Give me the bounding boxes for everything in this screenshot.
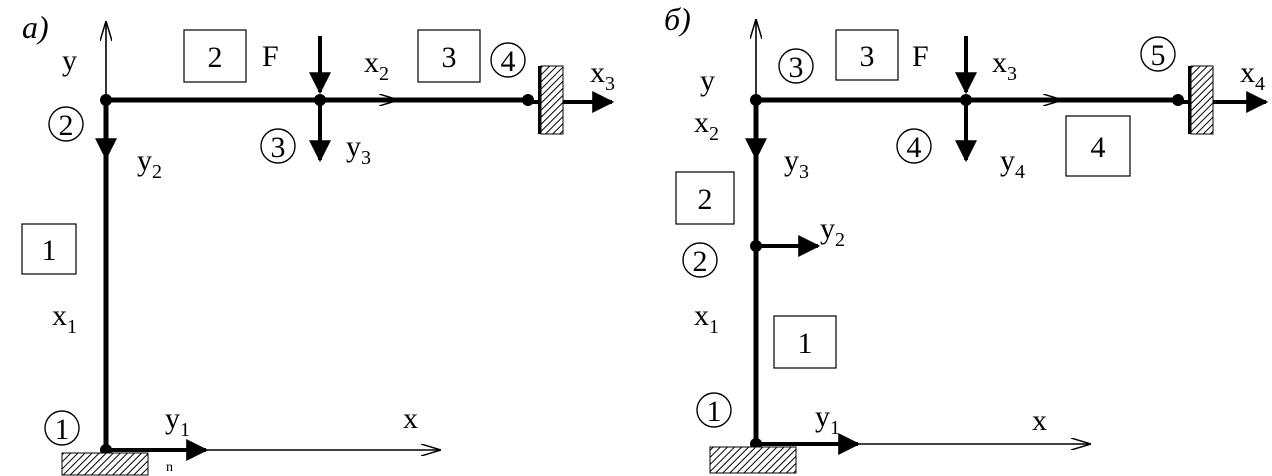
global-y-label: y: [62, 44, 77, 77]
joint-dot: [314, 94, 326, 106]
element-number: 1: [798, 327, 813, 360]
node-number: 3: [271, 131, 286, 164]
node-circle: [48, 106, 84, 142]
joint-dot: [750, 94, 762, 106]
panel-a-label: а): [22, 9, 49, 45]
node-number: 1: [707, 395, 722, 428]
node-circle: [696, 392, 732, 428]
y3-label: y3: [346, 130, 371, 169]
fixed-support-hatch: [540, 65, 564, 135]
x3-label: x3: [992, 46, 1017, 85]
joint-dot: [960, 94, 972, 106]
panel-b: б) y x F x1 x2 x3 x4 y1 y2: [664, 1, 1269, 474]
x2-label: x2: [694, 106, 719, 145]
element-number: 1: [42, 234, 57, 267]
element-box: [835, 29, 899, 81]
node-circle: [490, 42, 526, 78]
global-y-label: y: [700, 64, 715, 97]
x4-label: x4: [1240, 56, 1265, 95]
y4-label: y4: [1000, 144, 1025, 183]
element-number: 4: [1091, 131, 1106, 164]
force-label: F: [262, 40, 279, 73]
node-circle: [682, 242, 718, 278]
element-number: 2: [698, 183, 713, 216]
x2-label: x2: [364, 46, 389, 85]
node-circle: [44, 410, 80, 446]
node-number: 2: [693, 245, 708, 278]
element-number: 3: [442, 41, 457, 74]
x1-label: x1: [52, 299, 77, 338]
node-number: 4: [907, 131, 922, 164]
x3-label: x3: [590, 56, 615, 95]
joint-dot: [100, 94, 112, 106]
y3-label: y3: [784, 144, 809, 183]
node-circle: [896, 128, 932, 164]
joint-dot: [750, 240, 762, 252]
base-support-hatch: [61, 452, 149, 476]
n-label: n: [166, 460, 173, 475]
node-circle: [1140, 36, 1176, 72]
node-circle: [778, 48, 814, 84]
node-number: 5: [1151, 39, 1166, 72]
element-number: 3: [860, 40, 875, 73]
fixed-support-hatch: [1190, 65, 1214, 135]
node-number: 3: [789, 51, 804, 84]
y2-label: y2: [137, 144, 162, 183]
element-box: [21, 223, 77, 275]
y1-label: y1: [815, 400, 840, 439]
panel-a: а) y x F x1 x2 x3 y1 y2 y3 n: [21, 9, 615, 476]
node-number: 4: [501, 45, 516, 78]
base-support-hatch: [709, 446, 797, 474]
node-circle: [260, 128, 296, 164]
node-number: 2: [59, 109, 74, 142]
element-box: [417, 29, 481, 83]
node-number: 1: [55, 413, 70, 446]
y2-label: y2: [820, 212, 845, 251]
global-x-label: x: [1032, 404, 1047, 437]
element-box: [1065, 115, 1131, 177]
force-label: F: [912, 40, 929, 73]
global-x-label: x: [403, 402, 418, 435]
panel-b-label: б): [664, 1, 691, 37]
x1-label: x1: [694, 299, 719, 338]
element-box: [773, 315, 837, 369]
element-number: 2: [208, 41, 223, 74]
y1-label: y1: [165, 402, 190, 441]
element-box: [675, 171, 735, 225]
element-box: [183, 29, 247, 83]
